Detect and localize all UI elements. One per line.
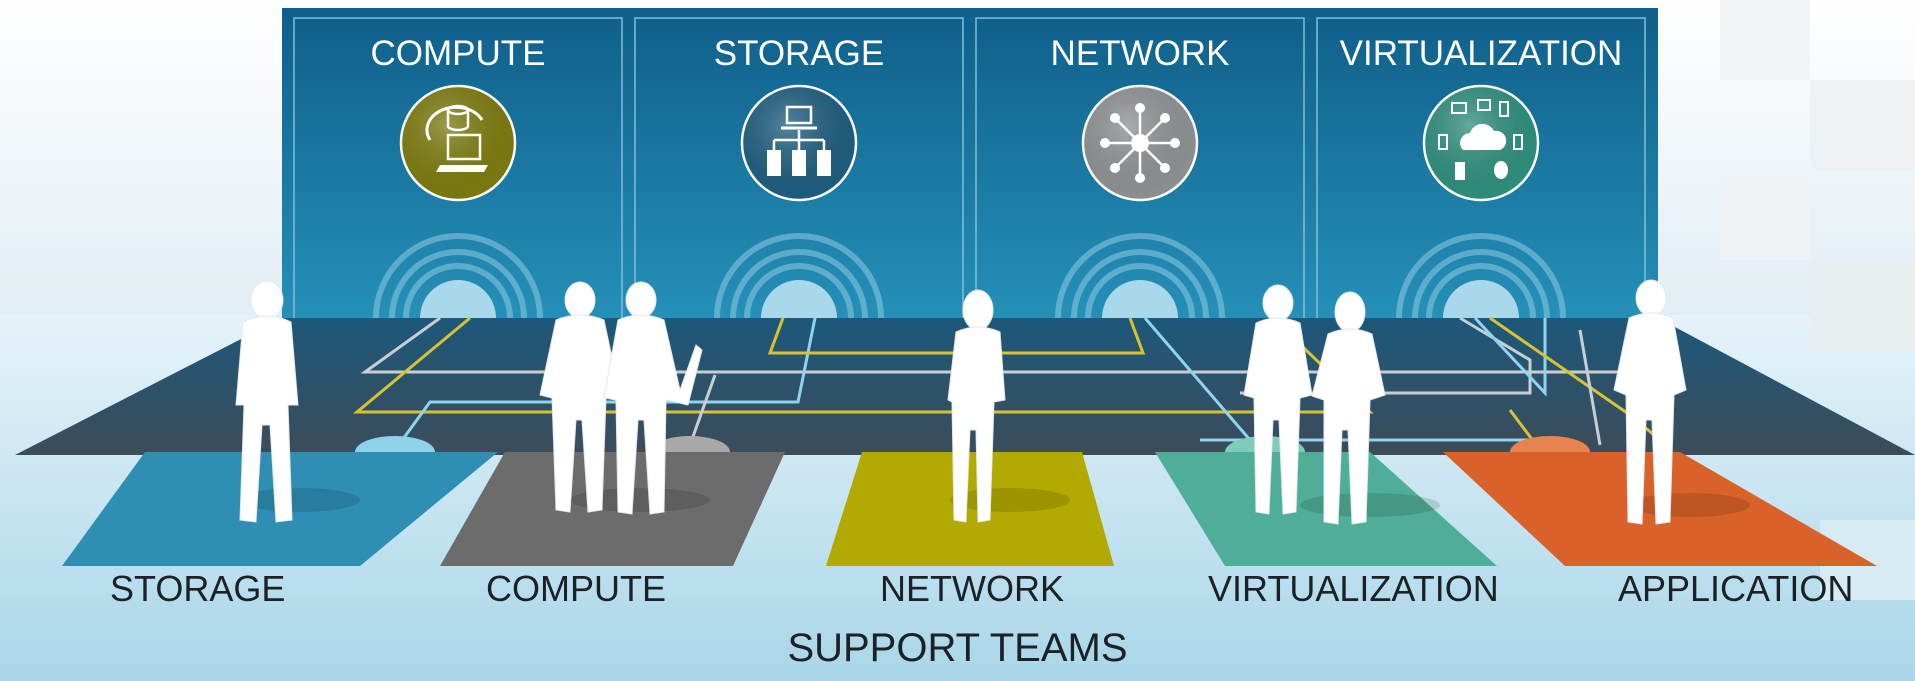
signal-domes [420,280,1519,318]
team-label-compute: COMPUTE [486,568,666,609]
panel-title-storage: STORAGE [713,34,885,73]
tile-compute [440,452,785,566]
panel-title-network: NETWORK [1050,34,1230,73]
person-silhouette [235,280,299,523]
cloud-devices-icon [1422,84,1540,202]
tile-network [826,452,1114,566]
person-silhouette [947,289,1006,523]
signal-arcs [373,233,1566,319]
storage-network-icon [740,84,858,202]
person-silhouette [603,281,703,515]
person-silhouette [1311,291,1386,525]
team-label-application: APPLICATION [1618,568,1854,609]
panel-title-compute: COMPUTE [370,34,546,73]
team-tiles [62,436,1877,566]
person-silhouette [1243,284,1313,515]
team-label-storage: STORAGE [110,568,286,609]
support-teams-label: SUPPORT TEAMS [787,626,1128,670]
server-refresh-icon [399,84,517,202]
team-label-virtualization: VIRTUALIZATION [1208,568,1499,609]
person-silhouette [539,281,621,513]
team-label-network: NETWORK [880,568,1064,609]
person-silhouette [1613,279,1687,525]
people-silhouettes [235,279,1687,525]
panel-title-virtualization: VIRTUALIZATION [1339,34,1623,73]
network-hub-icon [1081,84,1199,202]
